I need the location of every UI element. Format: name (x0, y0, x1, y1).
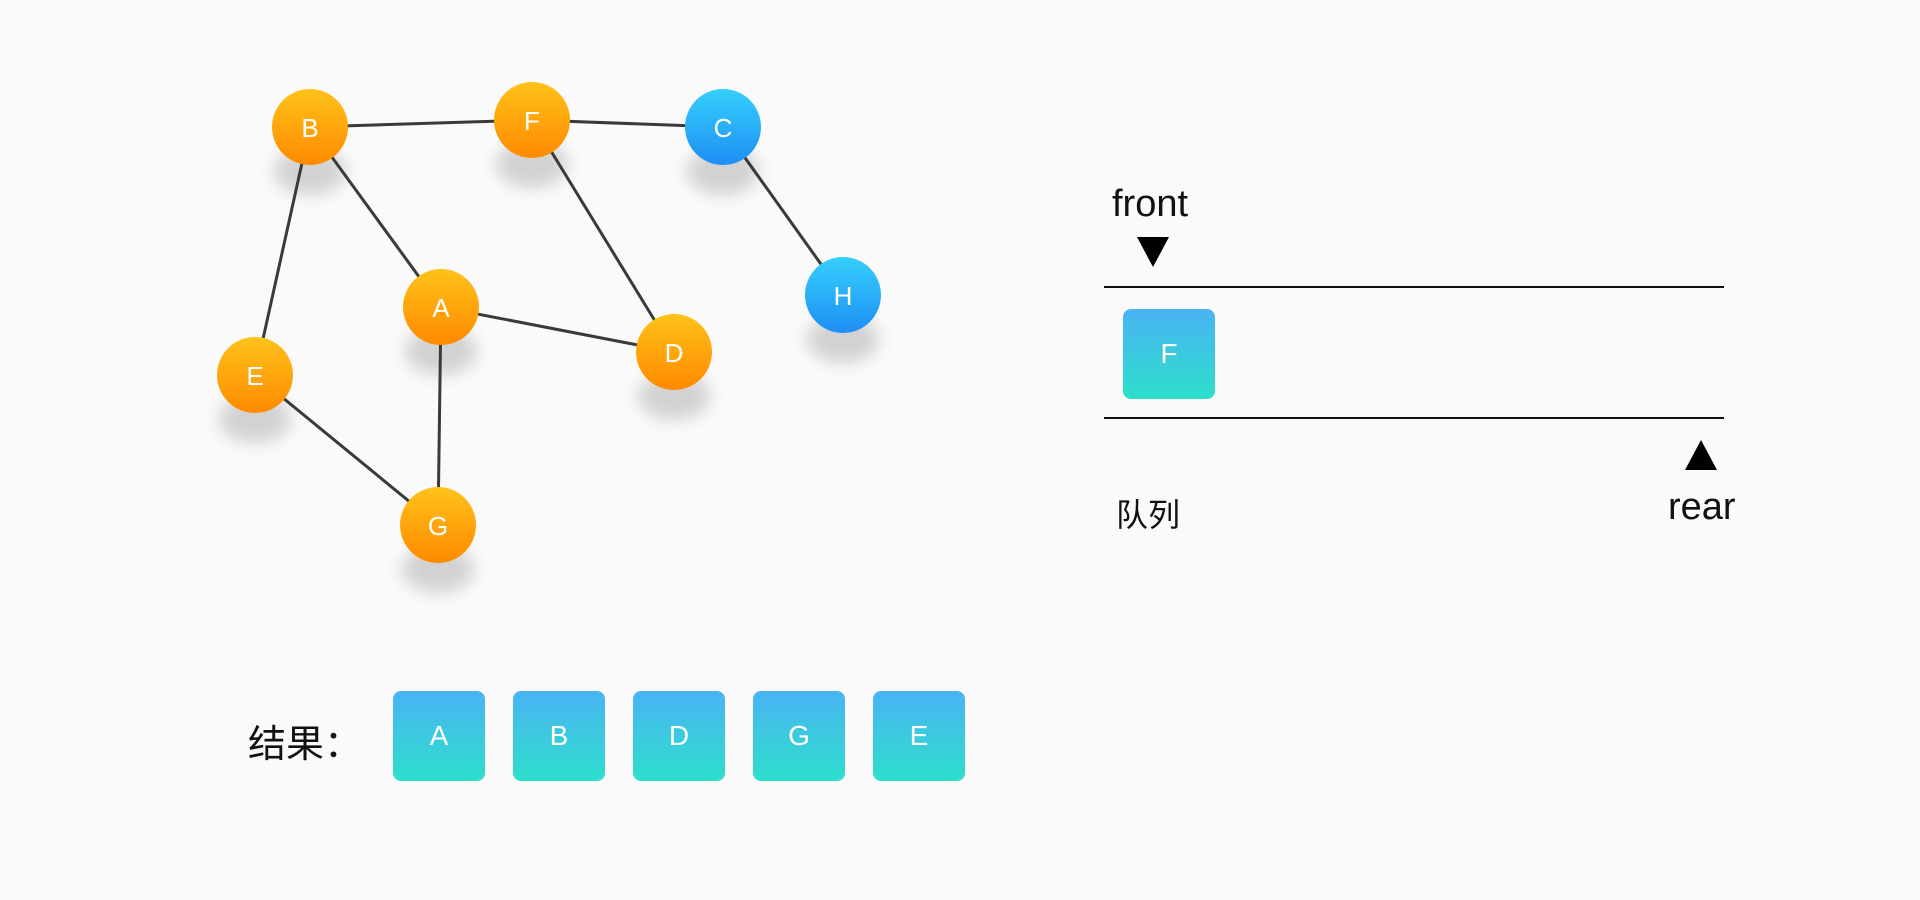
node-circle-F (494, 82, 570, 158)
result-item: E (873, 691, 965, 781)
node-D: D (636, 314, 712, 390)
result-item: D (633, 691, 725, 781)
edge-A-D (440, 305, 675, 354)
queue-front-arrow-icon (1137, 237, 1169, 267)
queue-caption: 队列 (1116, 497, 1181, 533)
edge-B-E (253, 126, 312, 376)
node-label-E: E (246, 361, 263, 391)
result-item: G (753, 691, 845, 781)
node-B: B (272, 89, 348, 165)
graph-nodes: B F C H A D E G (217, 82, 881, 563)
node-circle-B (272, 89, 348, 165)
node-circle-A (403, 269, 479, 345)
node-circle-C (685, 89, 761, 165)
node-circle-E (217, 337, 293, 413)
node-G: G (400, 487, 476, 563)
queue-rear-arrow-icon (1685, 440, 1717, 470)
node-C: C (685, 89, 761, 165)
queue-bottom-line (1104, 417, 1724, 419)
result-item: B (513, 691, 605, 781)
edge-F-D (530, 119, 676, 353)
node-H: H (805, 257, 881, 333)
node-label-B: B (301, 113, 318, 143)
node-circle-D (636, 314, 712, 390)
node-label-C: C (714, 113, 733, 143)
queue-top-line (1104, 286, 1724, 288)
result-item: A (393, 691, 485, 781)
queue-front-label: front (1112, 183, 1189, 225)
node-label-F: F (524, 106, 540, 136)
node-label-H: H (834, 281, 853, 311)
queue-item: F (1123, 309, 1215, 399)
node-E: E (217, 337, 293, 413)
node-circle-H (805, 257, 881, 333)
edge-E-G (254, 373, 439, 527)
node-label-D: D (665, 338, 684, 368)
node-F: F (494, 82, 570, 158)
node-label-G: G (428, 511, 448, 541)
queue-rear-label: rear (1668, 486, 1736, 528)
result-label: 结果： (248, 724, 363, 766)
node-circle-G (400, 487, 476, 563)
node-A: A (403, 269, 479, 345)
node-label-A: A (432, 293, 450, 323)
